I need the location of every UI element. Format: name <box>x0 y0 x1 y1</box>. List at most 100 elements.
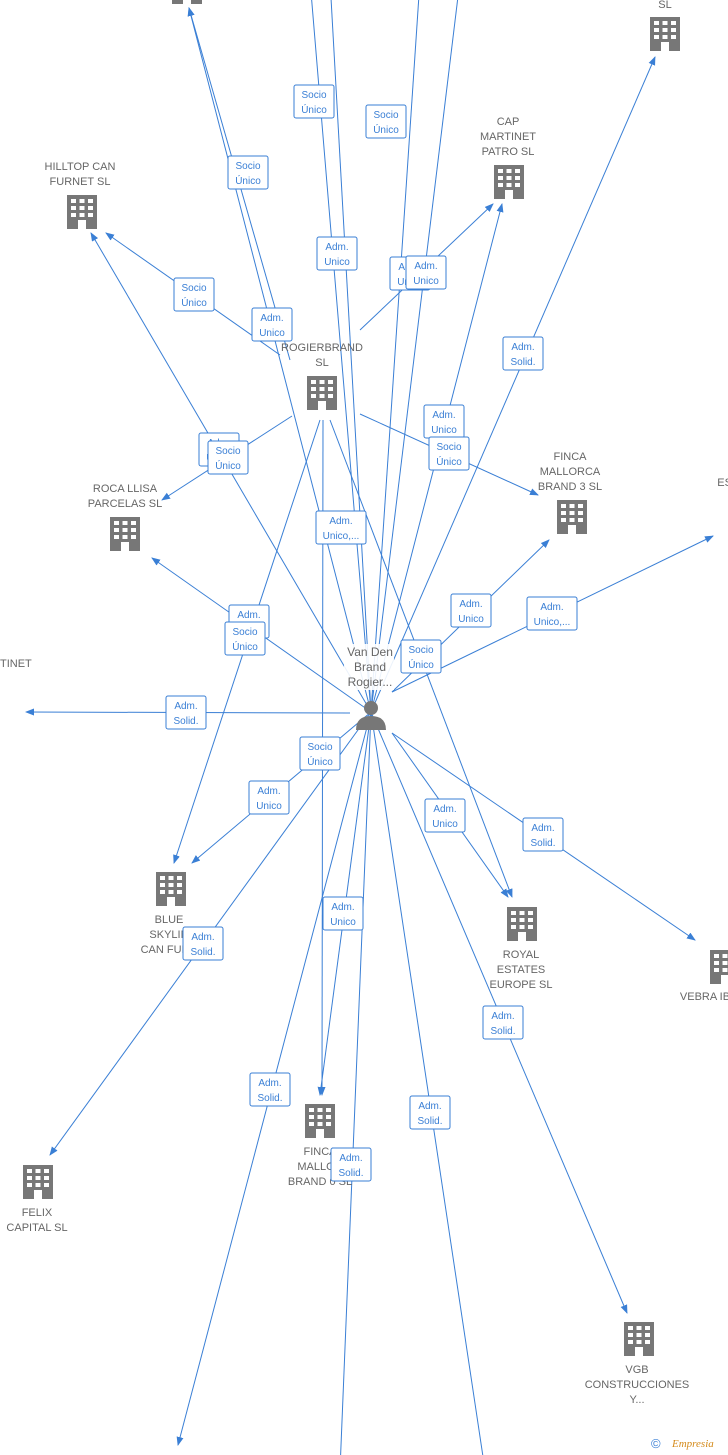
relation-label: Adm.Unico,... <box>315 510 367 545</box>
person-icon <box>356 701 386 730</box>
edge-line <box>370 711 484 1455</box>
company-label: VEBRA IB <box>680 991 728 1003</box>
relation-label: Adm.Solid. <box>502 336 544 371</box>
relation-label: Adm.Solid. <box>165 695 207 730</box>
building-icon <box>23 1165 53 1199</box>
company-node-top1[interactable] <box>172 0 202 4</box>
svg-text:Adm.Unico: Adm.Unico <box>256 786 282 812</box>
building-icon <box>67 195 97 229</box>
svg-text:Adm.Unico: Adm.Unico <box>432 804 458 830</box>
svg-text:Adm.Solid.: Adm.Solid. <box>190 932 215 958</box>
building-icon <box>110 517 140 551</box>
svg-text:Adm.Solid.: Adm.Solid. <box>173 701 198 727</box>
relation-label: Adm.Unico <box>248 780 290 815</box>
company-label: SL <box>658 0 671 11</box>
svg-text:Adm.Solid.: Adm.Solid. <box>490 1011 515 1037</box>
svg-text:Adm.: Adm. <box>237 610 260 621</box>
company-label: EST <box>717 477 728 489</box>
relation-label: Adm.Unico <box>251 307 293 342</box>
relation-label: Adm.Solid. <box>330 1147 372 1182</box>
edge-line <box>370 0 420 713</box>
svg-text:Adm.Solid.: Adm.Solid. <box>510 342 535 368</box>
relation-label: Adm.Unico <box>423 404 465 439</box>
company-node-vebra[interactable]: VEBRA IB <box>680 950 728 1003</box>
svg-text:Adm.Unico: Adm.Unico <box>324 242 350 268</box>
company-node-est[interactable]: EST <box>717 477 728 534</box>
svg-text:Adm.Unico: Adm.Unico <box>330 902 356 928</box>
edge-line <box>330 0 372 713</box>
building-icon <box>624 1322 654 1356</box>
svg-text:Adm.Unico,...: Adm.Unico,... <box>323 516 360 542</box>
building-icon <box>650 17 680 51</box>
svg-text:Adm.Solid.: Adm.Solid. <box>257 1078 282 1104</box>
edge-line <box>187 7 372 713</box>
edge-line <box>370 56 656 713</box>
copyright-icon: © <box>651 1436 661 1451</box>
relation-label: Adm.Solid. <box>482 1005 524 1040</box>
relation-label: Adm.Solid. <box>249 1072 291 1107</box>
relation-label: Adm.Unico <box>424 798 466 833</box>
building-icon <box>710 950 728 984</box>
svg-text:Adm.Unico: Adm.Unico <box>458 599 484 625</box>
edge-line <box>370 0 459 713</box>
building-icon <box>494 165 524 199</box>
relation-label: Adm.Unico <box>450 593 492 628</box>
company-label: RTINET <box>0 658 32 670</box>
building-icon <box>305 1104 335 1138</box>
svg-text:Adm.Unico: Adm.Unico <box>413 261 439 287</box>
building-icon <box>156 872 186 906</box>
company-node-top_sl[interactable]: SL <box>650 0 680 51</box>
brand-logo: Empresia <box>671 1438 714 1450</box>
relation-label: Adm.Unico <box>405 255 447 290</box>
relation-label: Adm.Unico <box>316 236 358 271</box>
company-node-martinet[interactable]: RTINET <box>0 640 32 674</box>
building-icon <box>507 907 537 941</box>
building-icon <box>307 376 337 410</box>
relation-label: Adm.Unico,... <box>526 596 578 631</box>
building-icon <box>172 0 202 4</box>
svg-text:Adm.Unico,...: Adm.Unico,... <box>534 602 571 628</box>
svg-text:Adm.Solid.: Adm.Solid. <box>417 1101 442 1127</box>
footer-watermark: © Empresia <box>651 1436 714 1451</box>
svg-text:Adm.Unico: Adm.Unico <box>431 410 457 436</box>
relation-label: Adm.Unico <box>322 896 364 931</box>
relation-label: Adm.Solid. <box>182 926 224 961</box>
building-icon <box>557 500 587 534</box>
svg-text:Adm.Unico: Adm.Unico <box>259 313 285 339</box>
